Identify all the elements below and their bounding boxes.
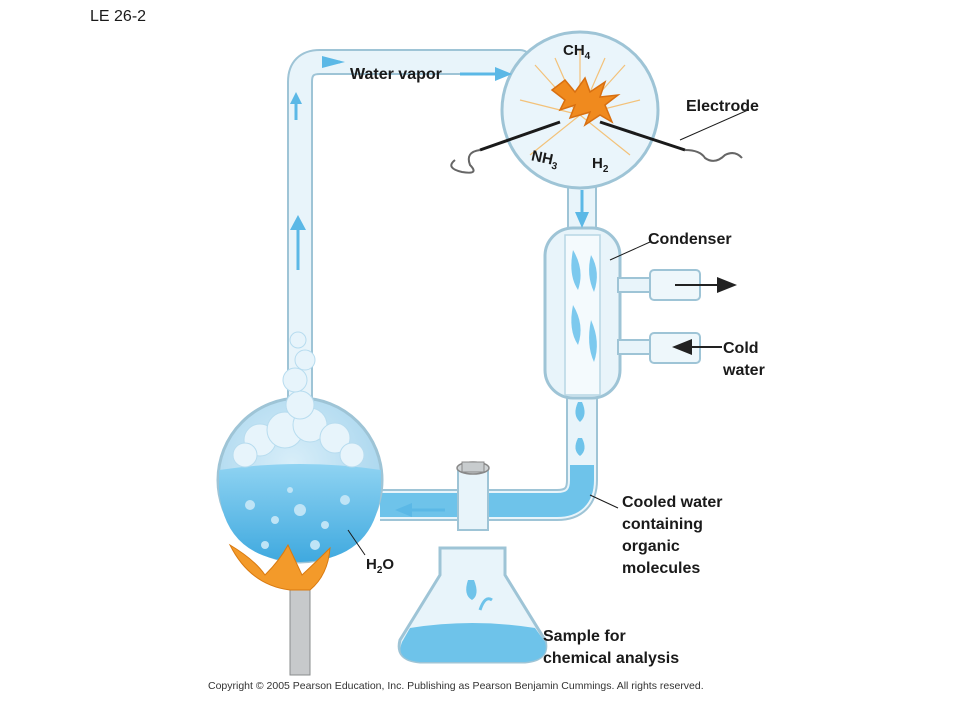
boiling-flask <box>216 331 384 564</box>
cooled-line-2: containing <box>622 516 703 533</box>
copyright-notice: Copyright © 2005 Pearson Education, Inc.… <box>208 680 704 692</box>
h2o-label: H2O <box>366 556 394 576</box>
leader-lines <box>589 494 619 509</box>
spark-chamber <box>450 30 749 190</box>
ch4-label: CH4 <box>563 42 590 62</box>
flow-arrows <box>290 56 589 517</box>
sample-line-1: Sample for <box>543 628 626 645</box>
sample-flask <box>397 461 548 664</box>
h2-label: H2 <box>592 155 608 175</box>
cooled-line-4: molecules <box>622 560 701 577</box>
cold-water-line-2: water <box>723 362 765 379</box>
condenser-label: Condenser <box>648 231 732 248</box>
steam <box>232 331 365 468</box>
water-vapor-label: Water vapor <box>350 66 442 83</box>
cooled-line-1: Cooled water <box>622 494 723 511</box>
h2-base: H <box>592 155 603 172</box>
figure-id: LE 26-2 <box>90 8 147 25</box>
h2o-tail: O <box>382 556 395 573</box>
cooled-water-label: Cooled water containing organic molecule… <box>622 492 722 580</box>
cold-water-line-1: Cold <box>723 340 759 357</box>
left-electrode <box>479 120 561 152</box>
sample-line-2: chemical analysis <box>543 650 680 667</box>
right-electrode <box>599 120 686 152</box>
electrode-label: Electrode <box>686 98 759 115</box>
h2-sub: 2 <box>602 164 609 175</box>
burner <box>228 543 331 676</box>
bubbles <box>245 487 350 550</box>
flame <box>228 543 331 591</box>
cooled-line-3: organic <box>622 538 680 555</box>
condenser <box>543 226 737 456</box>
cold-water-label: Cold water <box>723 338 765 382</box>
ch4-sub: 4 <box>584 51 591 62</box>
h2o-base: H <box>366 556 377 573</box>
h2o-sub: 2 <box>376 565 383 576</box>
ch4-base: CH <box>563 42 585 59</box>
glass-tubing <box>287 49 598 521</box>
electric-spark <box>550 76 621 127</box>
sample-label: Sample for chemical analysis <box>543 626 679 670</box>
